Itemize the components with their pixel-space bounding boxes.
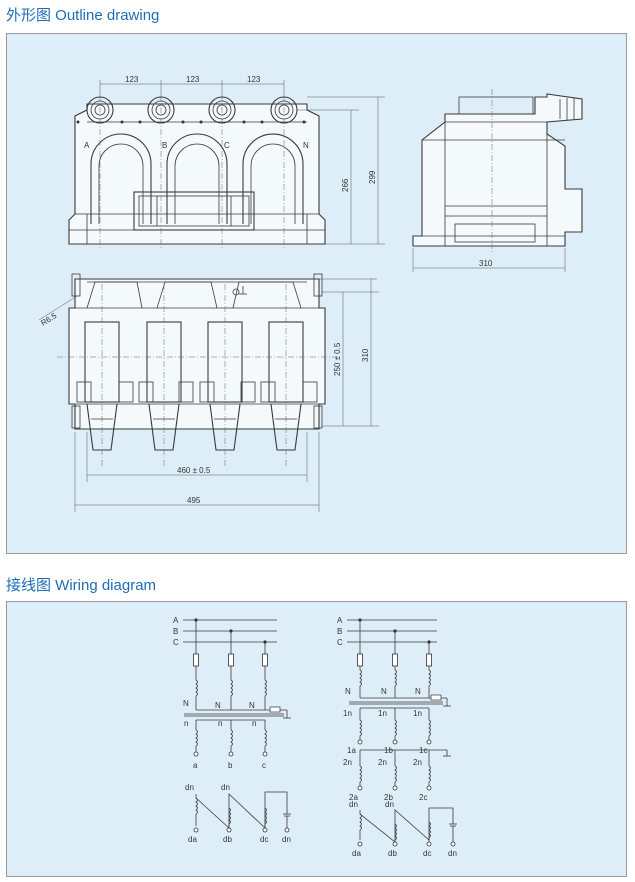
right-1c: 1c <box>419 746 427 755</box>
left-bus-a: A <box>173 616 179 625</box>
outline-section-title: 外形图 Outline drawing <box>6 7 160 24</box>
outline-drawing: 123 123 123 <box>38 75 583 512</box>
dim-width-460: 460 ± 0.5 <box>177 466 211 475</box>
right-dn-top-1: dn <box>349 800 358 809</box>
right-delta-db: db <box>388 849 397 858</box>
right-delta-dn: dn <box>448 849 457 858</box>
right-bus-c: C <box>337 638 343 647</box>
left-n-primary-a: N <box>215 701 221 710</box>
coil-arches <box>90 133 304 224</box>
left-n-primary-b: N <box>249 701 255 710</box>
dim-radius: R6.5 <box>39 311 59 328</box>
dim-side-width-310: 310 <box>479 259 493 268</box>
front-view: 123 123 123 <box>68 75 385 249</box>
left-n-secondary-b: n <box>218 719 222 728</box>
right-1b: 1b <box>384 746 393 755</box>
right-2a: 2a <box>349 793 358 802</box>
right-delta-dc: dc <box>423 849 431 858</box>
right-1a: 1a <box>347 746 356 755</box>
wiring-diagram-panel: A B C N N N n n n <box>6 601 627 877</box>
phase-label-a: A <box>84 141 90 150</box>
left-delta-dc: dc <box>260 835 268 844</box>
right-n-primary-b: N <box>381 687 387 696</box>
left-output-a: a <box>193 761 198 770</box>
dim-spacing-2: 123 <box>186 75 200 84</box>
dim-spacing-3: 123 <box>247 75 261 84</box>
left-dn-top-1: dn <box>185 783 194 792</box>
right-2b: 2b <box>384 793 393 802</box>
right-1n-b: 1n <box>378 709 387 718</box>
dim-height-299: 299 <box>368 170 377 184</box>
wiring-section-title: 接线图 Wiring diagram <box>6 577 157 594</box>
right-n-primary-c: N <box>415 687 421 696</box>
left-n-primary-main: N <box>183 699 189 708</box>
phase-label-n: N <box>303 141 309 150</box>
right-bus-a: A <box>337 616 343 625</box>
right-2n-a: 2n <box>343 758 352 767</box>
secondary-terminal-box <box>133 191 255 231</box>
side-view: 310 <box>412 89 583 272</box>
left-dn-top-2: dn <box>221 783 230 792</box>
plan-view: R6.5 250 ± 0.5 310 460 ± 0.5 495 <box>38 273 379 512</box>
right-1n-a: 1n <box>343 709 352 718</box>
outline-drawing-panel: 123 123 123 <box>6 33 627 554</box>
right-1n-c: 1n <box>413 709 422 718</box>
phase-label-b: B <box>162 141 167 150</box>
dim-spacing-1: 123 <box>125 75 139 84</box>
right-2n-b: 2n <box>378 758 387 767</box>
phase-label-c: C <box>224 141 230 150</box>
right-bus-b: B <box>337 627 342 636</box>
dim-plan-250: 250 ± 0.5 <box>333 342 342 376</box>
left-delta-dn: dn <box>282 835 291 844</box>
wiring-diagram: A B C N N N n n n <box>173 616 457 858</box>
dim-width-495: 495 <box>187 496 201 505</box>
left-bus-b: B <box>173 627 178 636</box>
left-output-b: b <box>228 761 233 770</box>
left-delta-da: da <box>188 835 197 844</box>
dim-plan-310: 310 <box>361 348 370 362</box>
wiring-right: A B C N N N 1n 1n 1n <box>337 616 457 858</box>
right-dn-top-2: dn <box>385 800 394 809</box>
right-2n-c: 2n <box>413 758 422 767</box>
left-output-c: c <box>262 761 266 770</box>
dim-height-266: 266 <box>341 178 350 192</box>
wiring-left: A B C N N N n n n <box>173 616 291 844</box>
right-2c: 2c <box>419 793 427 802</box>
left-n-secondary-c: n <box>252 719 256 728</box>
left-bus-c: C <box>173 638 179 647</box>
right-n-primary-a: N <box>345 687 351 696</box>
left-n-secondary-a: n <box>184 719 188 728</box>
left-delta-db: db <box>223 835 232 844</box>
right-delta-da: da <box>352 849 361 858</box>
